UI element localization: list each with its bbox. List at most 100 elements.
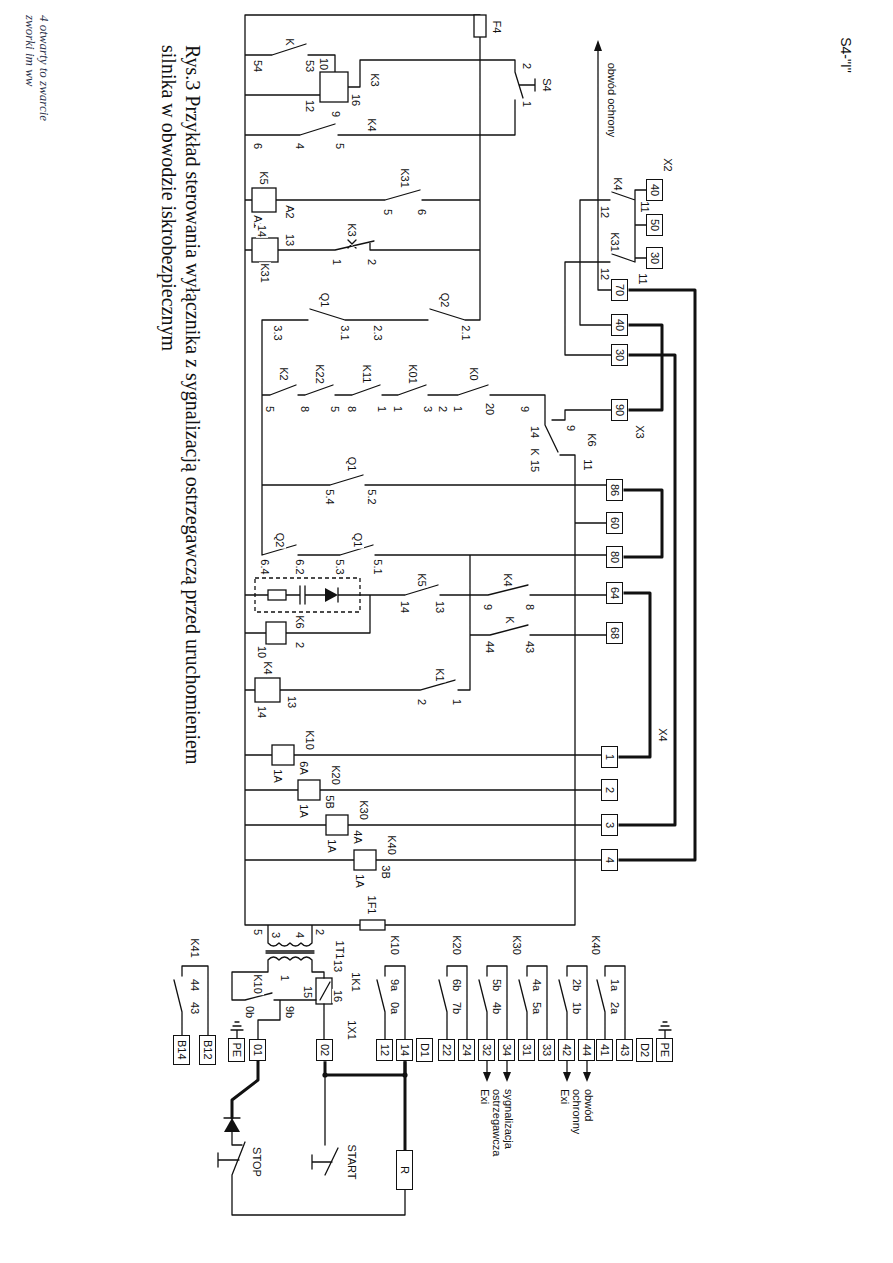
pin-label: 1F1 [366,895,378,916]
pin-label: K4 [366,117,378,132]
terminal-box: 3 [602,814,619,836]
pin-label: 4 [294,142,306,150]
pin-label: 5 [252,928,264,936]
pin-label: 12 [599,205,611,219]
terminal-number: 2 [605,787,617,793]
terminal-box: PE [229,1038,246,1063]
pin-label: 13 [284,233,296,247]
pin-label: X2 [662,157,674,172]
pin-label: 5.3 [334,558,346,575]
terminal-box: 30 [647,247,664,269]
pin-label: 3 [270,931,282,939]
terminal-box: 43 [617,1039,634,1061]
terminal-number: 43 [620,1044,632,1056]
terminal-box: 02 [317,1039,334,1061]
terminal-box: 33 [539,1039,556,1061]
annotation-text: obwód ochronny Exi [559,1088,595,1150]
terminal-box: 40 [647,179,664,201]
pin-label: 1A [354,873,366,888]
pin-label: 1X1 [346,1019,358,1041]
pin-label: 1 [392,405,404,413]
pin-label: START [346,1143,358,1180]
pin-label: STOP [251,1146,263,1178]
terminal-number: 80 [610,551,622,563]
pin-label: 1T1 [334,940,346,961]
pin-label: K10 [252,973,264,995]
pin-label: 1A [272,768,284,783]
pin-label: 9 [519,405,531,413]
symbol-fill [503,1072,511,1082]
pin-label: K11 [361,364,373,385]
pin-label: 16 [350,93,362,107]
terminal-box: 32 [479,1039,496,1061]
terminal-number: 41 [600,1044,612,1056]
pin-label: 1 [376,405,388,413]
pin-label: 6 [252,142,264,150]
terminal-number: 31 [522,1044,534,1056]
component-symbol [298,780,320,800]
component-symbol [316,978,332,1004]
terminal-box: PE [657,1038,674,1063]
pin-label: K30 [358,799,370,821]
terminal-number: 1 [605,754,617,760]
terminal-box: 24 [459,1039,476,1061]
terminal-box: D1 [417,1038,434,1062]
pin-label: K4 [612,176,624,191]
pin-label: 13 [286,695,298,709]
terminal-box: 14 [397,1039,414,1061]
pin-label: 2 [366,258,378,266]
pin-label: K40 [590,934,602,956]
symbol-fill [224,1118,240,1132]
pin-label: K10 [389,934,401,956]
pin-label: 2 [437,405,449,413]
pin-label: 5 [382,208,394,216]
pin-label: K31 [609,231,621,253]
terminal-number: 3 [605,822,617,828]
terminal-box: 41 [597,1039,614,1061]
pin-label: 44 [484,640,496,654]
pin-label: 0b [244,1005,256,1019]
terminal-box: 64 [607,582,624,604]
terminal-box: 1 [602,746,619,768]
pin-label: 10 [318,57,330,71]
terminal-box: 60 [607,512,624,534]
terminal-box: 2 [602,779,619,801]
pin-label: K [529,447,541,456]
pin-label: 8 [346,405,358,413]
pin-label: 43 [189,1001,201,1015]
terminal-number: 86 [610,484,622,496]
pin-label: 12 [599,267,611,281]
pin-label: 2b [571,978,583,992]
symbol-fill [583,1072,591,1082]
pin-label: 5.4 [324,488,336,505]
terminal-number: 60 [610,517,622,529]
pin-label: K4 [262,660,274,675]
component-symbol [252,15,486,1004]
symbol-fill [563,1072,571,1082]
pin-label: K1 [434,667,446,682]
component-symbol [360,920,385,930]
pin-label: Q1 [346,456,358,473]
wire-connector [325,1061,405,1075]
pin-label: 13 [332,959,344,973]
pin-label: 2 [521,62,533,70]
component-symbol [326,815,348,835]
pin-label: Q1 [319,292,331,309]
pin-label: 1 [451,698,463,706]
pin-label: K30 [511,934,523,956]
wire [174,15,671,1215]
pin-label: 2 [416,698,428,706]
terminal-number: 40 [615,319,627,331]
terminal-number: D2 [640,1043,652,1057]
pin-label: 2.3 [372,324,384,341]
pin-label: 4a [531,978,543,992]
pin-label: 3 [422,405,434,413]
terminal-box: 4 [602,849,619,871]
pin-label: K5 [416,572,428,587]
pin-label: 3.1 [339,324,351,341]
pin-label: K [504,615,516,624]
terminal-number: B14 [177,1040,189,1060]
pin-label: 5.1 [372,558,384,575]
annotation-text: sygnalizacja ostrzegawcza Exi [479,1088,515,1172]
